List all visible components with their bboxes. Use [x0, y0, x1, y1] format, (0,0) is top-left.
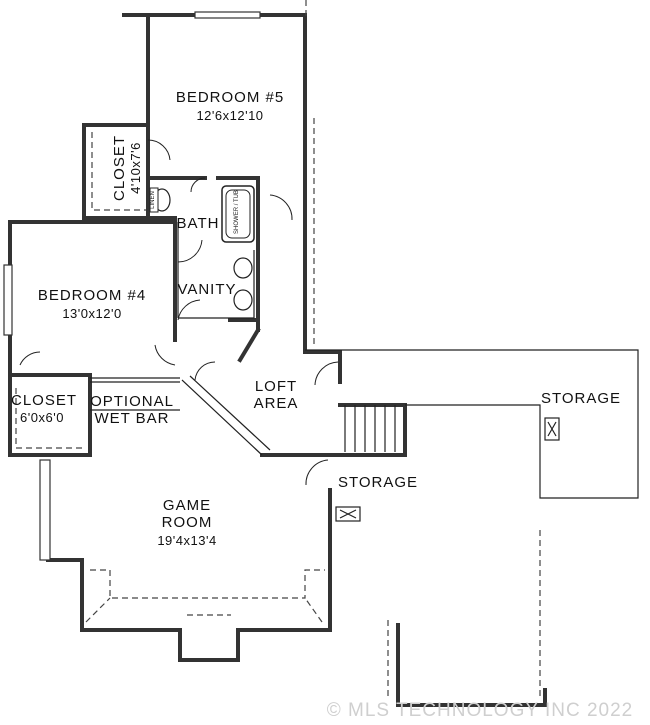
- sink-icon-1: [233, 257, 253, 279]
- closet-shelf-dash: [91, 132, 146, 211]
- storage-right-name: STORAGE: [541, 390, 621, 407]
- gameroom-size: 19'4x13'4: [157, 533, 216, 548]
- closet-left-size: 6'0x6'0: [20, 410, 64, 425]
- doors: [19, 139, 339, 486]
- toilet-label: LINEN: [150, 191, 156, 209]
- wetbar-line2: WET BAR: [94, 410, 169, 427]
- gameroom-corner-dash: [85, 597, 323, 623]
- loft-line1: LOFT: [255, 378, 297, 395]
- stairs: [344, 405, 396, 452]
- closet-top-size: 4'10x7'6: [128, 142, 143, 194]
- watermark: © MLS TECHNOLOGY INC 2022: [327, 700, 634, 721]
- bedroom4-name: BEDROOM #4: [38, 287, 146, 304]
- fixtures: SHOWER / TUB LINEN: [149, 185, 560, 522]
- bedroom5-name: BEDROOM #5: [176, 89, 284, 106]
- closet-left-door: [19, 351, 41, 366]
- vanity-wall: [173, 318, 261, 363]
- closet-top-name: CLOSET: [111, 135, 128, 201]
- tub-inner: [225, 189, 251, 239]
- bedroom4-wall: [8, 220, 177, 457]
- bedroom4-size: 13'0x12'0: [62, 306, 121, 321]
- gameroom-dash: [90, 569, 325, 599]
- gameroom-line2: ROOM: [162, 514, 213, 531]
- closet-left-name: CLOSET: [11, 392, 77, 409]
- closet-left-dash: [15, 388, 86, 449]
- bath-name: BATH: [177, 215, 220, 232]
- bath-door: [190, 177, 206, 193]
- storage-door: [314, 361, 339, 386]
- bath-wall: [146, 176, 260, 332]
- loft-line2: AREA: [254, 395, 299, 412]
- outlines: [90, 222, 639, 499]
- room-labels: BEDROOM #5 12'6x12'10 CLOSET 4'10x7'6 BA…: [11, 89, 621, 548]
- bedroom5-wall: [122, 13, 307, 354]
- gameroom-window: [39, 459, 51, 561]
- property-dash: [305, 0, 315, 345]
- tub-label: SHOWER / TUB: [234, 190, 240, 234]
- closet-top-door: [147, 139, 171, 161]
- bedroom5-size: 12'6x12'10: [196, 108, 263, 123]
- sink-icon-2: [233, 289, 253, 311]
- storage-outline: [305, 349, 639, 499]
- loft-wall: [260, 350, 407, 457]
- vanity-name: VANITY: [177, 281, 236, 298]
- wetbar-outline: [90, 377, 180, 411]
- gameroom-wall: [46, 460, 332, 662]
- wetbar-line1: OPTIONAL: [90, 393, 174, 410]
- stair-rail: [181, 375, 271, 456]
- vanity-door-2: [177, 299, 201, 321]
- loft-door: [194, 361, 216, 381]
- storage-mid-name: STORAGE: [338, 474, 418, 491]
- dashed-lines: [15, 0, 541, 700]
- bedroom4-door: [154, 344, 176, 366]
- vanity-door: [177, 239, 203, 263]
- vanity-outline: [177, 222, 255, 319]
- gameroom-line1: GAME: [163, 497, 211, 514]
- closet-top-wall: [82, 123, 177, 220]
- lower-dash: [387, 530, 541, 700]
- bedroom4-window: [3, 264, 13, 336]
- bay-wall: [396, 623, 547, 707]
- bedroom5-window: [194, 11, 261, 19]
- bedroom5-door: [269, 194, 293, 221]
- gameroom-door: [305, 459, 329, 486]
- toilet-tank: [149, 187, 159, 213]
- walls: [3, 11, 547, 707]
